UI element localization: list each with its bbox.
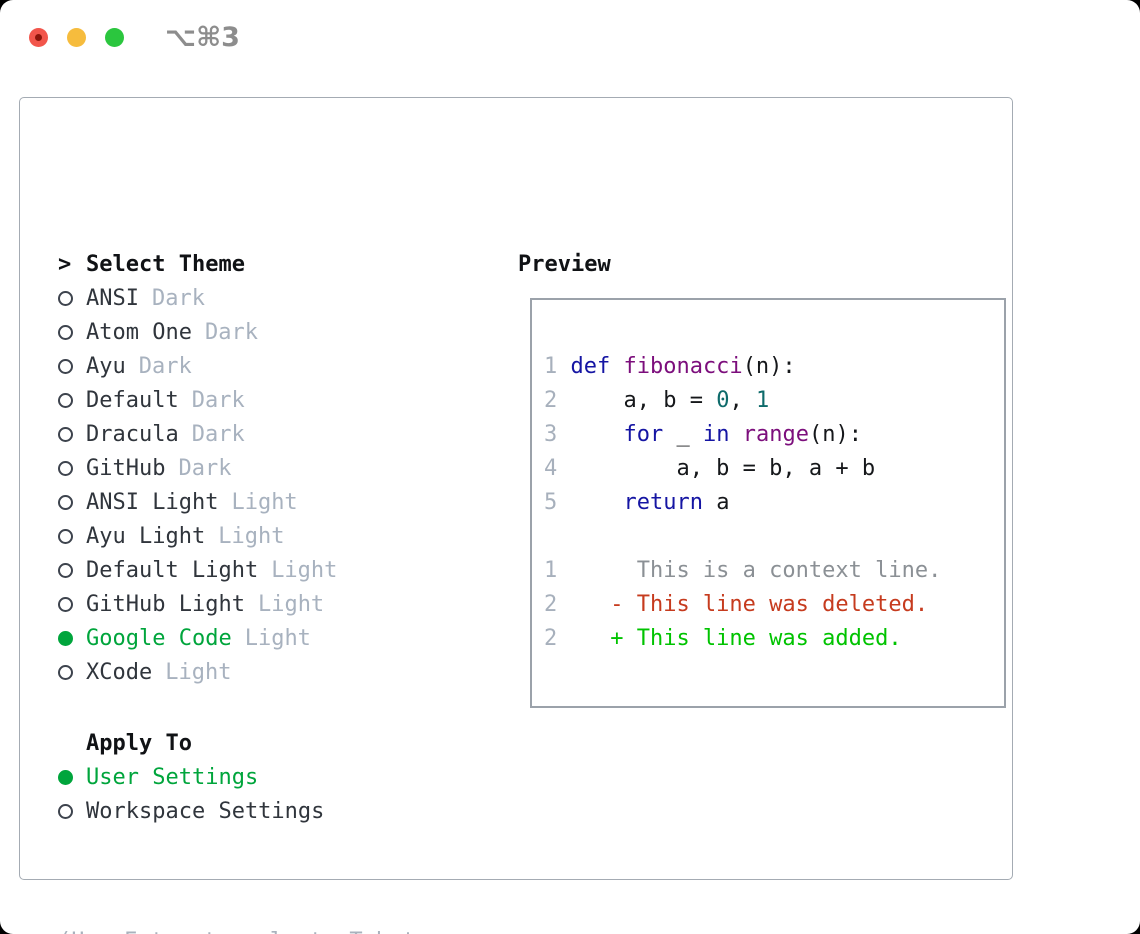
line-number: 5 [544,489,558,515]
theme-option-ansi-light[interactable]: ANSI Light Light [58,485,498,519]
theme-list: > Select Theme ANSI Dark Atom One Dark A… [58,247,498,934]
radio-icon [58,358,73,374]
code-line: 3 for _ in range(n): [544,421,862,447]
theme-option-github-dark[interactable]: GitHub Dark [58,451,498,485]
select-theme-heading: Select Theme [86,251,245,277]
code-line: 5 return a [544,489,730,515]
diff-context-line: 1 This is a context line. [544,557,942,583]
theme-option-github-light[interactable]: GitHub Light Light [58,587,498,621]
radio-selected-icon [58,769,73,785]
radio-icon [58,290,73,306]
diff-deleted-line: 2 - This line was deleted. [544,591,929,617]
radio-icon [58,664,73,680]
preview-heading: Preview [518,251,611,277]
code-line: 4 a, b = b, a + b [544,455,876,481]
minimize-button[interactable] [67,28,86,47]
radio-icon [58,596,73,612]
theme-option-ayu-light[interactable]: Ayu Light Light [58,519,498,553]
apply-to-heading: Apply To [86,730,192,756]
radio-icon [58,460,73,476]
theme-option-default-dark[interactable]: Default Dark [58,383,498,417]
line-number: 2 [544,625,558,651]
help-text-line: (Use Enter to select, Tab to [58,925,498,934]
radio-icon [58,562,73,578]
line-number: 2 [544,591,558,617]
radio-icon [58,494,73,510]
apply-option-workspace-settings[interactable]: Workspace Settings [58,794,498,828]
titlebar: ⌥⌘3 [0,0,1140,70]
theme-picker-panel: > Select Theme ANSI Dark Atom One Dark A… [19,97,1013,934]
apply-option-user-settings[interactable]: User Settings [58,760,498,794]
apply-to-header-row: Apply To [58,726,498,760]
theme-option-default-light[interactable]: Default Light Light [58,553,498,587]
radio-selected-icon [58,630,73,646]
blank-line [544,519,1004,553]
window-title: ⌥⌘3 [165,22,240,53]
radio-icon [58,392,73,408]
code-line: 1 def fibonacci(n): [544,353,796,379]
radio-icon [58,426,73,442]
select-theme-header-row: > Select Theme [58,247,498,281]
line-number: 1 [544,353,558,379]
code-line: 2 a, b = 0, 1 [544,387,770,413]
line-number: 2 [544,387,558,413]
theme-option-xcode-light[interactable]: XCode Light [58,655,498,689]
theme-option-dracula-dark[interactable]: Dracula Dark [58,417,498,451]
radio-icon [58,324,73,340]
theme-option-ansi-dark[interactable]: ANSI Dark [58,281,498,315]
close-button[interactable] [29,28,48,47]
line-number: 1 [544,557,558,583]
theme-option-google-code-light[interactable]: Google Code Light [58,621,498,655]
theme-option-atom-one-dark[interactable]: Atom One Dark [58,315,498,349]
radio-icon [58,528,73,544]
help-text: (Use Enter to select, Tab to change focu… [58,859,498,934]
radio-icon [58,803,73,819]
line-number: 3 [544,421,558,447]
theme-option-ayu-dark[interactable]: Ayu Dark [58,349,498,383]
code-sample: 1 def fibonacci(n): 2 a, b = 0, 1 3 for … [532,300,1004,655]
zoom-button[interactable] [105,28,124,47]
preview-pane: 1 def fibonacci(n): 2 a, b = 0, 1 3 for … [530,298,1006,708]
diff-added-line: 2 + This line was added. [544,625,902,651]
prompt-icon: > [58,251,72,277]
line-number: 4 [544,455,558,481]
